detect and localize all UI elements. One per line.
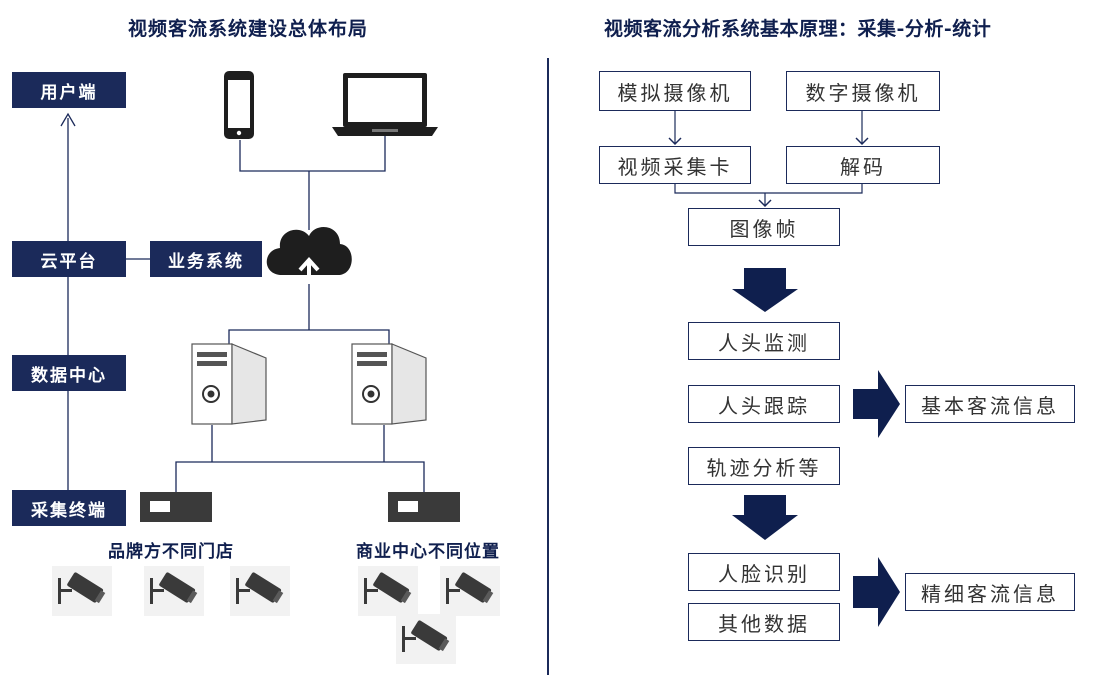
box-trajectory-analysis: 轨迹分析等 [688,447,840,485]
site-label-brand-stores: 品牌方不同门店 [108,542,234,562]
cctv-camera-icon [52,566,112,616]
box-head-tracking: 人头跟踪 [688,385,840,423]
box-decode: 解码 [786,146,940,184]
big-right-arrow [853,370,900,438]
tier-cloud-platform: 云平台 [12,241,126,277]
tier-collection-terminal: 采集终端 [12,490,126,526]
site-label-commercial-center: 商业中心不同位置 [356,542,500,562]
big-down-arrow [732,495,798,540]
nvr-bus [175,461,425,492]
tier-user-end: 用户端 [12,72,126,108]
tier-business-system: 业务系统 [150,241,262,277]
smartphone-icon [224,71,254,139]
server-icon [191,343,267,425]
tier-data-center: 数据中心 [12,355,126,391]
device-connector [239,136,386,172]
box-face-recognition: 人脸识别 [688,553,840,591]
box-digital-camera: 数字摄像机 [786,71,940,111]
big-right-arrow [853,557,900,627]
server-icon [351,343,427,425]
cctv-camera-icon [396,614,456,664]
cctv-camera-icon [358,566,418,616]
server-bus [228,329,390,348]
cctv-camera-icon [440,566,500,616]
right-panel-title: 视频客流分析系统基本原理：采集-分析-统计 [604,18,992,40]
left-panel-title: 视频客流系统建设总体布局 [128,18,369,40]
laptop-icon [332,73,438,136]
cctv-camera-icon [230,566,290,616]
box-capture-card: 视频采集卡 [599,146,751,184]
big-down-arrow [732,268,798,312]
box-other-data: 其他数据 [688,603,840,641]
box-fine-info: 精细客流信息 [905,573,1075,611]
merge-connector [674,183,863,194]
box-image-frame: 图像帧 [688,208,840,246]
box-analog-camera: 模拟摄像机 [599,71,751,111]
box-basic-info: 基本客流信息 [905,385,1075,423]
box-head-detection: 人头监测 [688,322,840,360]
nvr-icon [388,492,460,522]
cloud-upload-icon [266,226,352,281]
cctv-camera-icon [144,566,204,616]
nvr-icon [140,492,212,522]
tier-axis-arrowhead [60,112,76,127]
